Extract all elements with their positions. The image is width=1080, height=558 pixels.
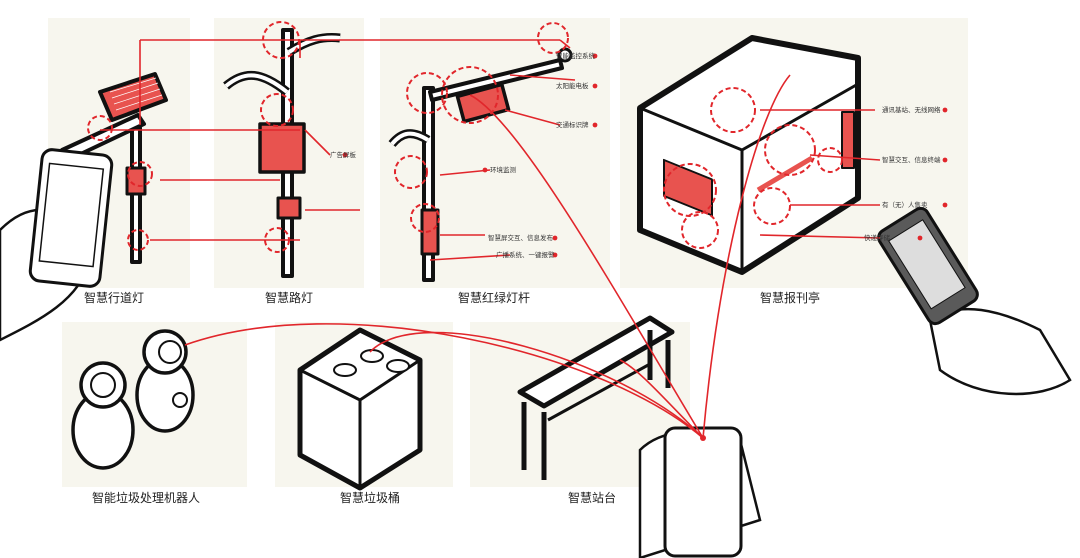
callout-interact-terminal: 智慧交互、信息终端	[882, 155, 941, 164]
label-kiosk: 智慧报刊亭	[760, 290, 820, 305]
callout-monitor: 智能监控系统	[556, 51, 596, 60]
robot-icon	[71, 329, 195, 470]
callout-traffic-sign: 交通标识牌	[556, 120, 589, 129]
smart-bin-illustration	[297, 327, 423, 491]
callout-vending: 有（无）人售卖	[882, 200, 928, 209]
label-bin: 智慧垃圾桶	[340, 490, 400, 505]
callout-interact-release: 智慧屏交互、信息发布	[488, 233, 554, 242]
connection-lines	[100, 39, 881, 439]
callout-ad-screen: 广告屏板	[330, 150, 357, 159]
callout-broadcast: 广播系统、一键报警	[496, 250, 555, 259]
label-bus-stop: 智慧站台	[568, 490, 616, 505]
callout-solar: 太阳能电板	[556, 81, 589, 90]
kiosk-illustration	[637, 35, 861, 275]
label-robot: 智能垃圾处理机器人	[92, 490, 200, 505]
road-lamp-illustration	[223, 28, 341, 278]
label-road-lamp: 智慧路灯	[265, 290, 313, 305]
callout-dots	[342, 53, 948, 441]
highlight-circles	[87, 21, 843, 253]
bus-stop-illustration	[517, 315, 675, 480]
callout-network: 通讯基站、无线网络	[882, 105, 941, 114]
street-light-illustration	[60, 72, 168, 264]
traffic-pole-illustration	[388, 47, 573, 282]
label-traffic-pole: 智慧红绿灯杆	[458, 290, 530, 305]
solar-panel-icon	[98, 72, 168, 122]
panel-traffic-pole	[380, 18, 610, 288]
callout-env-monitor: 环境监测	[490, 165, 517, 174]
callout-express: 快递存储	[864, 233, 891, 242]
smartphone-icon	[28, 148, 979, 558]
label-street-light: 智慧行道灯	[84, 290, 144, 305]
